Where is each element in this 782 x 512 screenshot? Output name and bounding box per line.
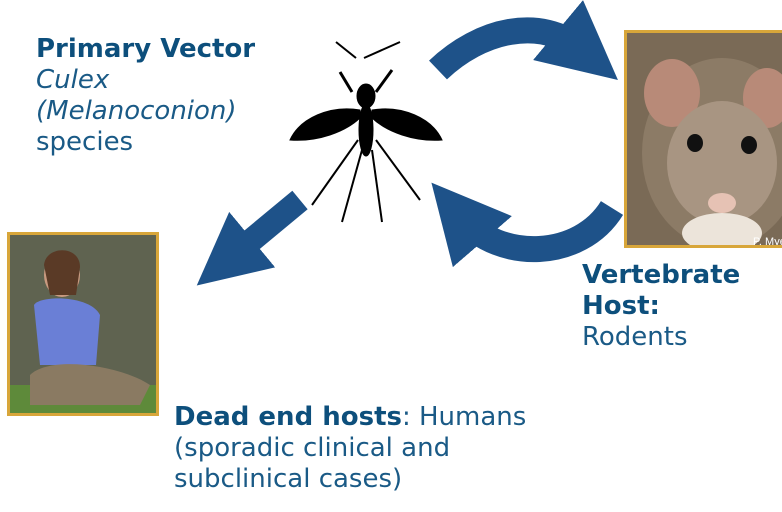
vertebrate-host-label: Vertebrate Host: Rodents: [582, 260, 740, 353]
primary-vector-heading: Primary Vector: [36, 34, 255, 65]
mouse-photo: P. Myers: [624, 30, 782, 248]
arrow-to-dead-end: [230, 200, 300, 258]
dead-end-line-1: Dead end hosts: Humans: [174, 402, 526, 433]
vertebrate-host-value: Rodents: [582, 322, 740, 353]
dead-end-line-2: (sporadic clinical and: [174, 433, 526, 464]
vertebrate-host-heading-2: Host:: [582, 291, 740, 322]
human-photo: [7, 232, 159, 416]
dead-end-humans: : Humans: [402, 402, 526, 432]
mosquito-icon: [290, 42, 442, 222]
vector-suffix: species: [36, 127, 255, 158]
photo-credit: P. Myers: [753, 236, 782, 248]
dead-end-label: Dead end hosts: Humans (sporadic clinica…: [174, 402, 526, 495]
arrow-to-vector: [462, 208, 612, 249]
arrow-to-host: [438, 30, 582, 70]
dead-end-line-3: subclinical cases): [174, 464, 526, 495]
primary-vector-label: Primary Vector Culex (Melanoconion) spec…: [36, 34, 255, 158]
vector-subgenus: (Melanoconion): [36, 96, 255, 127]
vertebrate-host-heading-1: Vertebrate: [582, 260, 740, 291]
dead-end-heading: Dead end hosts: [174, 402, 402, 432]
vector-genus: Culex: [36, 65, 255, 96]
